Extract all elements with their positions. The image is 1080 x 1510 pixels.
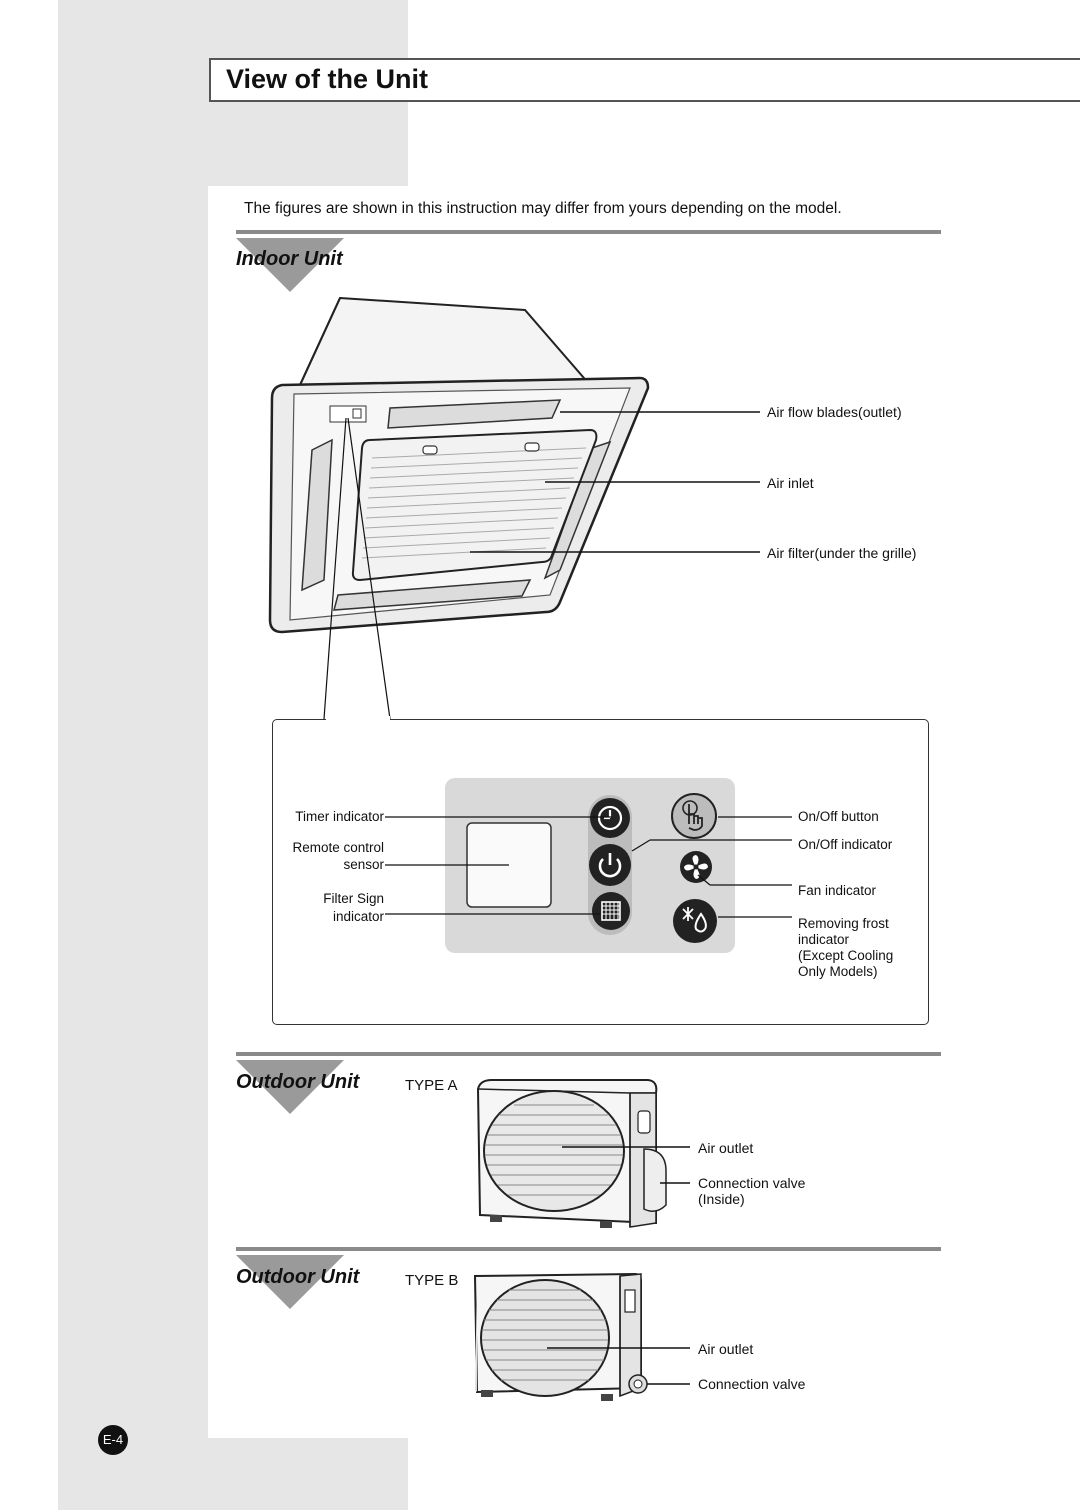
callout-b-air-outlet: Air outlet [698, 1341, 754, 1357]
callout-b-connection-valve: Connection valve [698, 1376, 806, 1392]
intro-text: The figures are shown in this instructio… [244, 200, 842, 217]
background-strip-side [58, 186, 208, 1510]
callout-air-filter: Air filter(under the grille) [767, 545, 917, 561]
filter-icon [592, 892, 630, 930]
section-rule-indoor [236, 230, 941, 234]
label-timer-indicator: Timer indicator [295, 809, 384, 824]
outdoor-unit-b-illustration [473, 1272, 690, 1401]
label-removing-frost-line3: (Except Cooling [798, 948, 894, 963]
label-removing-frost-line1: Removing frost [798, 916, 889, 931]
background-strip-bottom [208, 1438, 408, 1510]
heading-triangle-icon [236, 1255, 344, 1309]
panel-leader-lines [385, 816, 792, 918]
label-removing-frost-line2: indicator [798, 932, 850, 947]
outdoor-unit-a-heading: Outdoor Unit [236, 1071, 360, 1093]
indoor-unit-heading: Indoor Unit [236, 248, 343, 270]
label-fan-indicator: Fan indicator [798, 883, 877, 898]
callout-air-inlet: Air inlet [767, 475, 814, 491]
panel-box-gap [326, 716, 390, 721]
callout-a-connection-valve-line2: (Inside) [698, 1191, 745, 1207]
power-icon [589, 844, 631, 886]
outdoor-unit-a-type: TYPE A [405, 1077, 458, 1094]
frost-icon [673, 899, 717, 943]
heading-triangle-icon [236, 238, 344, 292]
label-filter-sign-line2: indicator [332, 909, 384, 924]
label-onoff-indicator: On/Off indicator [798, 837, 893, 852]
fan-icon [680, 851, 712, 883]
outdoor-unit-a-illustration [476, 1079, 690, 1228]
page-number-badge: E-4 [98, 1425, 128, 1455]
title-box [209, 58, 1080, 102]
label-remote-sensor-line1: Remote control [292, 840, 384, 855]
page-title: View of the Unit [226, 64, 429, 94]
callout-a-connection-valve-line1: Connection valve [698, 1175, 806, 1191]
label-remote-sensor-line2: sensor [343, 857, 384, 872]
section-rule-outdoor-a [236, 1052, 941, 1056]
outdoor-unit-b-type: TYPE B [405, 1272, 459, 1289]
outdoor-unit-b-heading: Outdoor Unit [236, 1266, 360, 1288]
callout-a-air-outlet: Air outlet [698, 1140, 754, 1156]
label-removing-frost-line4: Only Models) [798, 964, 878, 979]
heading-triangle-icon [236, 1060, 344, 1114]
hand-button-icon[interactable] [670, 792, 718, 840]
section-rule-outdoor-b [236, 1247, 941, 1251]
callout-air-flow-blades: Air flow blades(outlet) [767, 404, 902, 420]
label-onoff-button: On/Off button [798, 809, 879, 824]
label-filter-sign-line1: Filter Sign [323, 891, 384, 906]
indoor-unit-illustration [268, 296, 760, 720]
